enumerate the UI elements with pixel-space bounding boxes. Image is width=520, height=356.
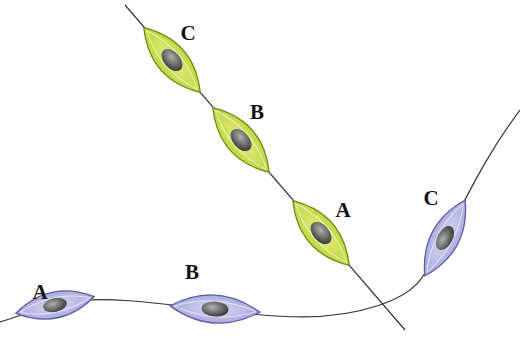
cell-nucleus [157, 45, 186, 75]
cell-label: A [32, 282, 47, 303]
cell-outline [13, 284, 97, 326]
cell-label: B [185, 262, 199, 283]
cell-outline [412, 193, 477, 282]
cell-inner-line [289, 198, 353, 268]
green-track [125, 5, 405, 330]
cell-body [281, 191, 360, 276]
cell-outline [169, 292, 261, 326]
cell-nucleus [306, 218, 335, 248]
cell-body [201, 98, 280, 183]
cell-outline [132, 18, 211, 103]
cell-nucleus [432, 223, 457, 253]
cell-nucleus [226, 125, 255, 155]
cell-outline [281, 191, 360, 276]
cell-label: B [250, 102, 264, 123]
cell-nucleus [201, 301, 229, 318]
cell-body [169, 292, 261, 326]
cell-inner-line [174, 298, 257, 319]
cell-label: C [423, 188, 438, 209]
cell-inner-line [18, 291, 91, 320]
cell-body [13, 284, 97, 326]
cell-label: C [180, 23, 195, 44]
cell-inner-line [420, 200, 470, 276]
cell-body [412, 193, 477, 282]
cell-body [132, 18, 211, 103]
cell-outline [201, 98, 280, 183]
cell-label: A [335, 200, 350, 221]
